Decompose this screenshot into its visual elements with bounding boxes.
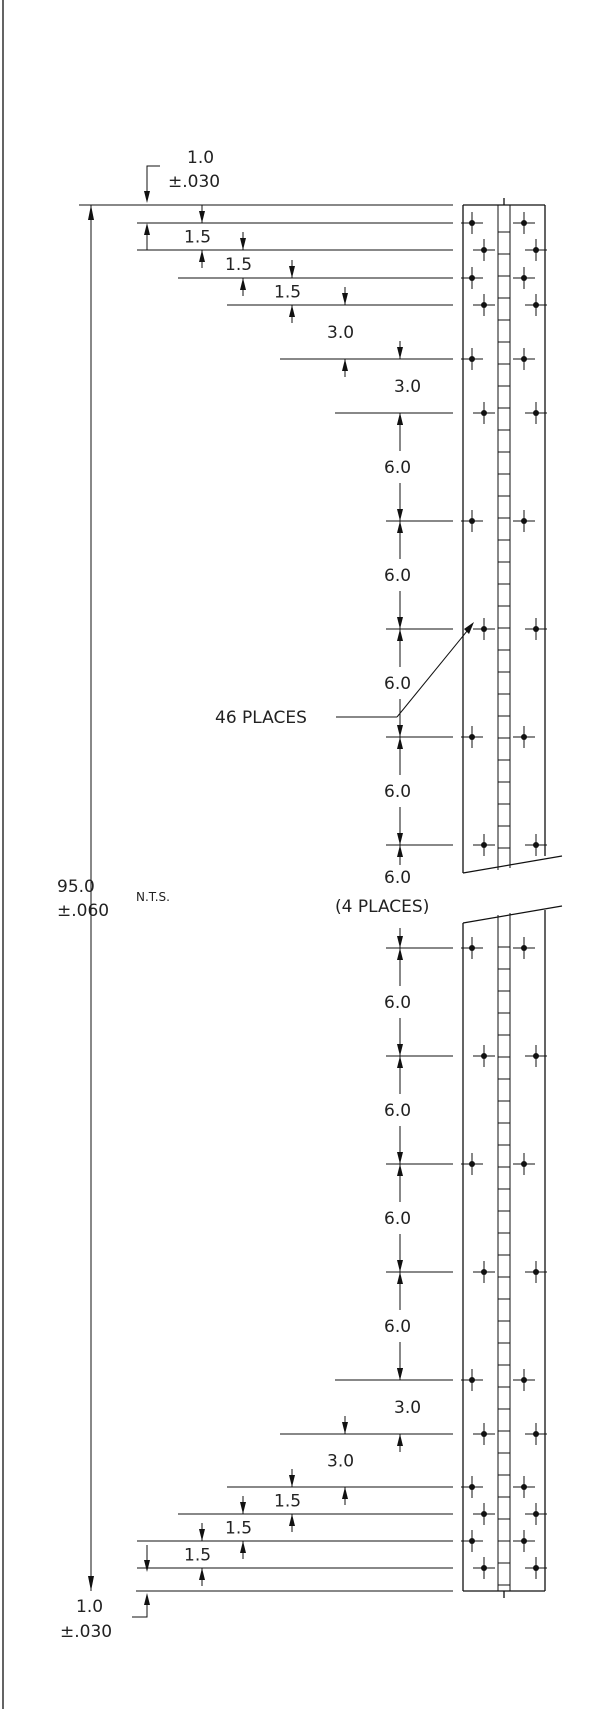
- hole-mark: [473, 294, 495, 316]
- hole-mark: [513, 1153, 535, 1175]
- dimension-value: 6.0: [384, 993, 411, 1013]
- dimension-value: 1.5: [274, 1492, 301, 1512]
- dimension-value: 1.5: [225, 1519, 252, 1539]
- hole-mark: [473, 1261, 495, 1283]
- hole-mark: [513, 267, 535, 289]
- hole-mark: [513, 510, 535, 532]
- hole-mark: [473, 1045, 495, 1067]
- hinge-lower-section: [462, 905, 563, 1592]
- dimension-value: 1.5: [184, 228, 211, 248]
- dimension-set: 1.5 1.5 1.5 3.0 3.0 6.0 6.0 6.0 6.0 6.0 6.0 6.0 6.0 6…: [137, 205, 453, 1586]
- overall-length: 95.0: [57, 877, 95, 897]
- hole-mark: [461, 726, 483, 748]
- overall-arrow-top: [88, 205, 94, 220]
- hole-mark: [513, 726, 535, 748]
- hole-mark: [473, 402, 495, 424]
- hole-mark: [473, 618, 495, 640]
- hole-mark: [461, 510, 483, 532]
- dimension-value: 6.0: [384, 1101, 411, 1121]
- hole-mark: [513, 1369, 535, 1391]
- overall-tolerance: ±.060: [57, 901, 109, 921]
- hole-mark: [473, 1503, 495, 1525]
- top-end-value: 1.0: [187, 148, 214, 168]
- dimension-value: 1.5: [184, 1546, 211, 1566]
- break-note: (4 PLACES): [335, 897, 429, 917]
- dimension-value: 6.0: [384, 1209, 411, 1229]
- knuckle-path: [497, 210, 511, 860]
- dimension-value: 3.0: [327, 1452, 354, 1472]
- dimension-value: 6.0: [384, 458, 411, 478]
- dimension-value: 3.0: [327, 323, 354, 343]
- hole-mark: [525, 1503, 547, 1525]
- hole-mark: [461, 1530, 483, 1552]
- dimension-value: 6.0: [384, 868, 411, 888]
- dimension-value: 1.5: [225, 255, 252, 275]
- hole-mark: [513, 937, 535, 959]
- hole-mark: [513, 348, 535, 370]
- hole-mark: [525, 1557, 547, 1579]
- hole-mark: [461, 212, 483, 234]
- nts-note: N.T.S.: [136, 890, 170, 904]
- dimension-value: 6.0: [384, 674, 411, 694]
- dimension-value: 3.0: [394, 377, 421, 397]
- hole-mark: [525, 1423, 547, 1445]
- hole-mark: [461, 267, 483, 289]
- bottom-end-value: 1.0: [76, 1597, 103, 1617]
- hinge-knuckles: [497, 210, 511, 1586]
- hole-mark: [525, 1261, 547, 1283]
- dimension-value: 1.5: [274, 283, 301, 303]
- hole-mark: [513, 1476, 535, 1498]
- hole-mark: [461, 348, 483, 370]
- hole-mark: [461, 1153, 483, 1175]
- hole-mark: [525, 239, 547, 261]
- overall-arrow-bottom: [88, 1576, 94, 1591]
- hole-mark: [525, 618, 547, 640]
- hole-mark: [461, 937, 483, 959]
- hole-mark: [461, 1369, 483, 1391]
- hole-mark: [525, 834, 547, 856]
- hole-mark: [513, 1530, 535, 1552]
- bottom-end-tolerance: ±.030: [60, 1622, 112, 1642]
- hole-mark: [473, 239, 495, 261]
- hole-callout: 46 PLACES: [215, 708, 307, 728]
- dimension-value: 6.0: [384, 782, 411, 802]
- hole-mark: [473, 1557, 495, 1579]
- hole-mark: [525, 402, 547, 424]
- dimension-value: 6.0: [384, 566, 411, 586]
- hole-mark: [473, 834, 495, 856]
- dimension-value: 3.0: [394, 1398, 421, 1418]
- hole-mark: [461, 1476, 483, 1498]
- hole-mark: [525, 294, 547, 316]
- hole-mark: [513, 212, 535, 234]
- hole-mark: [525, 1045, 547, 1067]
- mounting-holes: [461, 212, 547, 1579]
- knuckle-path: [497, 925, 511, 1586]
- dimension-value: 6.0: [384, 1317, 411, 1337]
- top-end-tolerance: ±.030: [168, 172, 220, 192]
- hole-mark: [473, 1423, 495, 1445]
